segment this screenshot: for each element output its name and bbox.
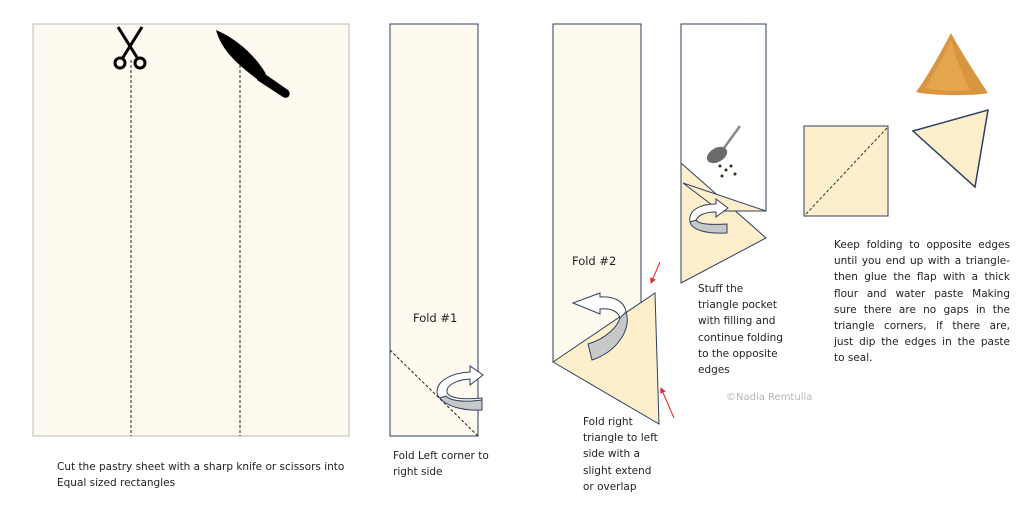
spoon-with-spices-icon (706, 125, 742, 178)
samosa-photo (916, 33, 988, 96)
step-3-caption: Fold right triangle to left side with a … (583, 414, 658, 495)
red-arrow-icon (660, 387, 675, 419)
step-4-caption: Stuff the triangle pocket with filling a… (698, 281, 783, 378)
caption-line: edges (698, 364, 730, 377)
caption-line: triangle to left (583, 432, 658, 445)
red-arrow-icon (650, 261, 661, 284)
scissors-icon (113, 26, 147, 70)
step-2-caption: Fold Left corner to right side (393, 448, 489, 480)
caption-line: just dip the edges in the paste (834, 336, 1010, 349)
caption-line: Stuff the (698, 283, 744, 295)
pocket-flap (682, 182, 767, 212)
folded-triangle (552, 292, 660, 425)
curved-arrow-icon (571, 292, 628, 361)
caption-line: Fold right (583, 416, 633, 428)
caption-line: Keep folding to opposite edges (834, 239, 1010, 251)
curved-arrow-icon (689, 198, 729, 234)
caption-line: side with a (583, 448, 640, 461)
step-5-caption: Keep folding to opposite edges until you… (834, 237, 1010, 367)
caption-line: Equal sized rectangles (57, 477, 176, 490)
fold-1-strip (389, 23, 479, 437)
caption-line: triangle pocket (698, 299, 777, 312)
caption-line: triangle corners, if there are, (834, 320, 1010, 333)
pastry-sheet (32, 23, 350, 437)
caption-line: Fold Left corner to (393, 450, 489, 462)
caption-line: sure there are no gaps in the (834, 303, 1010, 316)
caption-line: then glue the flap with a thick (834, 271, 1010, 284)
caption-line: slight extend (583, 464, 652, 477)
curved-arrow-icon (436, 365, 484, 411)
knife-icon (216, 30, 290, 98)
caption-line: right side (393, 466, 443, 479)
caption-line: to the opposite (698, 347, 778, 360)
caption-line: with filling and (698, 315, 776, 328)
final-triangle (911, 108, 989, 189)
caption-line: continue folding (698, 331, 783, 344)
fold-2-label: Fold #2 (572, 254, 616, 268)
caption-line: until you end up with a triangle- (834, 255, 1010, 268)
caption-line: to seal. (834, 352, 873, 365)
caption-line: flour and water paste Making (834, 287, 1010, 300)
step-1-caption: Cut the pastry sheet with a sharp knife … (57, 459, 344, 491)
caption-line: Cut the pastry sheet with a sharp knife … (57, 461, 345, 473)
caption-line: or overlap (583, 480, 637, 493)
watermark: ©Nadia Remtulla (726, 392, 812, 403)
fold-1-label: Fold #1 (413, 311, 457, 325)
